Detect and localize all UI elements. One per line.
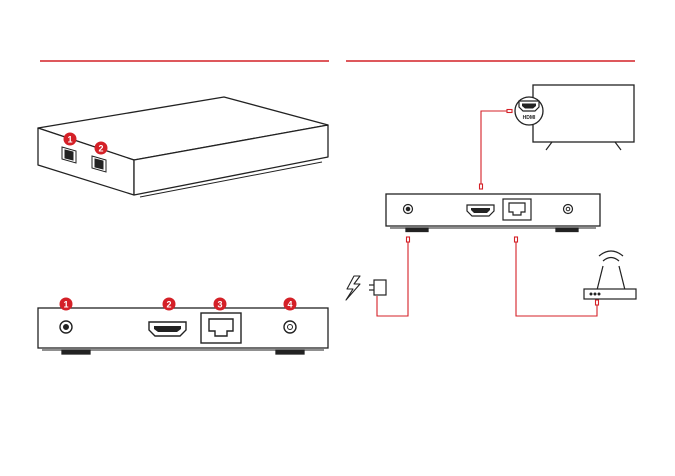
ethernet-cable bbox=[515, 237, 599, 316]
hdmi-port-icon bbox=[149, 322, 186, 336]
tv-hdmi-port: HDMI bbox=[515, 97, 543, 125]
iso-badge-2-label: 2 bbox=[98, 144, 103, 154]
rear-badge-2: 2 bbox=[163, 298, 176, 311]
iso-badge-2: 2 bbox=[95, 142, 108, 155]
rear-badge-2-label: 2 bbox=[166, 300, 171, 310]
wifi-router-icon bbox=[584, 251, 636, 299]
rear-badge-4: 4 bbox=[284, 298, 297, 311]
hdmi-cable bbox=[480, 110, 513, 190]
power-plug-icon bbox=[369, 280, 386, 295]
rear-badge-3: 3 bbox=[214, 298, 227, 311]
iso-badge-1-label: 1 bbox=[67, 135, 72, 145]
hdmi-port-icon bbox=[467, 205, 494, 216]
ethernet-port-icon bbox=[201, 313, 241, 343]
rear-badge-3-label: 3 bbox=[217, 300, 222, 310]
rear-badge-1-label: 1 bbox=[63, 300, 68, 310]
device-isometric-view bbox=[38, 97, 328, 197]
rear-badge-1: 1 bbox=[60, 298, 73, 311]
lightning-bolt-icon bbox=[346, 276, 360, 300]
hdmi-port-icon bbox=[519, 101, 539, 111]
ethernet-port-icon bbox=[503, 199, 531, 220]
iso-badge-1: 1 bbox=[64, 133, 77, 146]
television-icon bbox=[533, 85, 634, 150]
tv-hdmi-label: HDMI bbox=[523, 115, 536, 121]
rear-badge-4-label: 4 bbox=[287, 300, 292, 310]
power-cable bbox=[377, 237, 410, 316]
